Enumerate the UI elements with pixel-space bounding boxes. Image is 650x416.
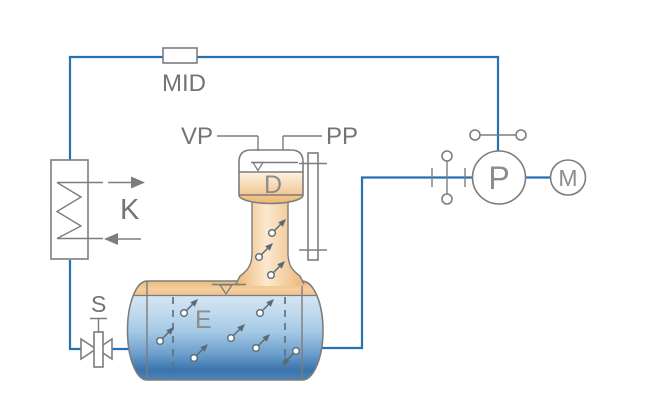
coil-zigzag-icon [55, 181, 83, 240]
vacuum-port-label: VP [181, 123, 213, 150]
sight-glass-tube [307, 152, 319, 261]
pressure-port-label: PP [326, 123, 358, 150]
pipe-evaporator-to-pump [321, 176, 473, 350]
neck-left-edge [235, 200, 253, 285]
evaporator-label: E [195, 306, 212, 334]
pump-label: P [488, 160, 509, 196]
tank-liquid-fill [127, 281, 323, 380]
drain-valve: S [80, 291, 113, 368]
valve-right-triangle [95, 337, 113, 361]
side-port-top-circle-icon [441, 150, 453, 162]
dome-vessel: D VP PP [181, 123, 358, 205]
condenser-label: K [120, 194, 140, 226]
dome-level-indicator-icon [251, 161, 265, 172]
sight-glass [299, 152, 327, 261]
valve-label: S [91, 291, 106, 317]
top-port-right-circle-icon [515, 129, 527, 141]
evaporator-tank [126, 280, 324, 381]
tank-level-indicator-icon [218, 284, 234, 296]
top-port-left-circle-icon [469, 129, 481, 141]
side-port-bottom-circle-icon [441, 193, 453, 205]
coolant-out-arrow-icon [108, 176, 145, 189]
condenser-body [50, 159, 89, 260]
tank-annotations: E [155, 283, 301, 366]
flow-meter-symbol [162, 47, 198, 64]
condenser: K [50, 159, 145, 260]
tank-outline [126, 280, 324, 381]
vapor-riser-neck [235, 200, 305, 286]
pipe-condenser-to-pump-top [68, 55, 500, 161]
flow-meter-label: MID [162, 70, 206, 97]
motor-label: M [558, 165, 577, 191]
pump-symbol [471, 150, 527, 205]
pipe-condenser-to-valve [68, 260, 82, 351]
coolant-in-arrow-icon [104, 233, 141, 245]
neck-fill [236, 200, 304, 286]
neck-right-edge [287, 200, 305, 285]
valve-gate [93, 331, 104, 368]
piping-loop [68, 55, 552, 351]
motor-symbol [549, 159, 587, 196]
flow-meter: MID [162, 47, 206, 97]
dome-label: D [264, 171, 282, 199]
valve-left-triangle [80, 337, 98, 361]
pump-unit: P M [431, 129, 587, 205]
